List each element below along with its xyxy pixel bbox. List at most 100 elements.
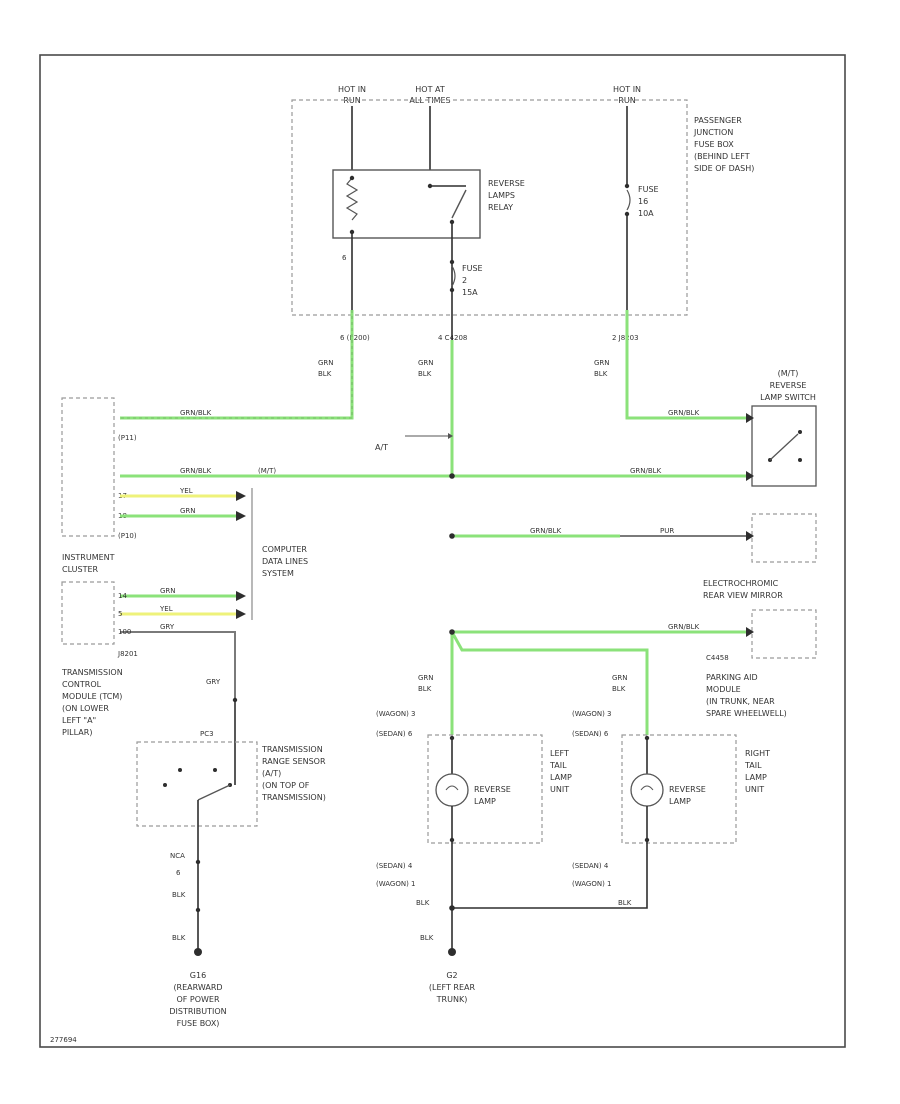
right-tail-lamp-label: RIGHT TAIL LAMP UNIT bbox=[744, 749, 770, 794]
tcm-outline bbox=[61, 581, 115, 645]
instrument-cluster-outline bbox=[61, 397, 115, 537]
junction-box-label-3: FUSE BOX bbox=[694, 140, 734, 149]
diagram-text: (WAGON) 1 bbox=[376, 880, 416, 888]
diagram-text: GRY bbox=[206, 678, 221, 686]
range-sensor-outline bbox=[136, 741, 258, 827]
diagram-text: LEFT "A" bbox=[62, 716, 96, 725]
diagram-text: BLK bbox=[612, 685, 626, 693]
diagram-text: MODULE bbox=[706, 685, 741, 694]
tcm-conn: J8201 bbox=[117, 650, 138, 658]
diagram-text: REVERSE bbox=[669, 785, 706, 794]
power-hot-in-run-1: HOT IN RUN bbox=[338, 85, 366, 105]
junction-box-label-2: JUNCTION bbox=[693, 128, 733, 137]
right-tail-lamp-outline bbox=[621, 734, 737, 844]
diagram-text: 6 bbox=[176, 869, 181, 877]
diagram-text: GRN bbox=[160, 587, 176, 595]
diagram-text: (LEFT REAR bbox=[429, 983, 476, 992]
diagram-text: DATA LINES bbox=[262, 557, 308, 566]
pin-left-6: 6 bbox=[342, 254, 347, 262]
power-hot-in-run-2: HOT IN RUN bbox=[613, 85, 641, 105]
diagram-text: LAMP bbox=[474, 797, 496, 806]
left-tail-lamp-outline bbox=[427, 734, 543, 844]
parking-aid-conn: C4458 bbox=[706, 654, 729, 662]
diagram-text: GRN bbox=[418, 674, 434, 682]
diagram-text: LAMP bbox=[669, 797, 691, 806]
diagram-text: (A/T) bbox=[262, 769, 281, 778]
diagram-text: GRN bbox=[180, 507, 196, 515]
diagram-text: LAMP bbox=[550, 773, 572, 782]
splice-ground bbox=[449, 905, 455, 911]
diagram-text: GRN/BLK bbox=[180, 467, 212, 475]
conn-p200: 6 (P200) bbox=[340, 334, 370, 342]
range-sensor-switch bbox=[163, 745, 236, 801]
diagram-text: (SEDAN) 4 bbox=[376, 862, 413, 870]
diagram-text: BLK bbox=[318, 370, 332, 378]
power-hot-at-all-times: HOT AT ALL TIMES bbox=[409, 85, 450, 105]
diagram-text: GRN bbox=[594, 359, 610, 367]
diagram-text: (ON TOP OF bbox=[262, 781, 310, 790]
relay-switch-arm bbox=[451, 189, 467, 219]
diagram-text: GRN/BLK bbox=[668, 409, 700, 417]
diagram-text: TRUNK) bbox=[436, 995, 468, 1004]
diagram-text: INSTRUMENT bbox=[62, 553, 115, 562]
diagram-text: GRN bbox=[612, 674, 628, 682]
junction-box-label-5: SIDE OF DASH) bbox=[694, 164, 754, 173]
mirror-outline bbox=[751, 513, 817, 563]
cluster-conn-top: (P11) bbox=[118, 434, 137, 442]
reverse-lamp-switch-outline bbox=[751, 405, 817, 487]
diagram-text: GRN/BLK bbox=[530, 527, 562, 535]
diagram-text: (M/T) bbox=[778, 369, 799, 378]
diagram-text: (ON LOWER bbox=[62, 704, 109, 713]
reverse-lamp-switch-label: (M/T) REVERSE LAMP SWITCH bbox=[760, 369, 816, 402]
ground-g2-icon bbox=[448, 948, 456, 956]
diagram-code: 277694 bbox=[50, 1036, 77, 1044]
range-sensor-label: TRANSMISSION RANGE SENSOR (A/T) (ON TOP … bbox=[261, 745, 326, 802]
outer-frame bbox=[39, 54, 846, 1048]
diagram-text: FUSE BOX) bbox=[177, 1019, 220, 1028]
diagram-text: COMPUTER bbox=[262, 545, 307, 554]
reverse-lamp-switch-symbol bbox=[768, 430, 802, 462]
power-hot-at-all-times-line1: HOT AT bbox=[415, 85, 445, 94]
power-hot-in-run-1-line1: HOT IN bbox=[338, 85, 366, 94]
diagram-text: OF POWER bbox=[176, 995, 220, 1004]
diagram-text: CONTROL bbox=[62, 680, 102, 689]
diagram-text: (WAGON) 3 bbox=[376, 710, 416, 718]
diagram-text: TAIL bbox=[549, 761, 567, 770]
diagram-text: RANGE SENSOR bbox=[262, 757, 326, 766]
diagram-text: GRY bbox=[160, 623, 175, 631]
ground-g2-label: G2 (LEFT REAR TRUNK) bbox=[429, 971, 476, 1004]
wire-gry-tcm bbox=[120, 631, 236, 700]
fuse-2-15a: FUSE 2 15A bbox=[449, 259, 483, 297]
diagram-text: SYSTEM bbox=[262, 569, 294, 578]
fuse-a-label-1: FUSE bbox=[462, 264, 483, 273]
relay-coil bbox=[345, 177, 359, 221]
wire-grn-blk-cluster-top bbox=[120, 310, 354, 420]
parking-aid-outline bbox=[751, 609, 817, 659]
diagram-text: ELECTROCHROMIC bbox=[703, 579, 779, 588]
diagram-text: 5 bbox=[118, 610, 122, 618]
fuse-b-label-3: 10A bbox=[638, 209, 654, 218]
diagram-text: TAIL bbox=[744, 761, 762, 770]
splice-tail bbox=[449, 629, 455, 635]
diagram-text: (WAGON) 1 bbox=[572, 880, 612, 888]
diagram-text: RIGHT bbox=[745, 749, 770, 758]
diagram-text: GRN/BLK bbox=[630, 467, 662, 475]
diagram-text: BLK bbox=[420, 934, 434, 942]
diagram-text: PILLAR) bbox=[62, 728, 92, 737]
fuse-a-label-2: 2 bbox=[462, 276, 467, 285]
diagram-text: (SEDAN) 6 bbox=[572, 730, 609, 738]
diagram-text: TRANSMISSION) bbox=[261, 793, 326, 802]
diagram-text: TRANSMISSION bbox=[61, 668, 123, 677]
diagram-text: BLK bbox=[418, 685, 432, 693]
range-conn-bottom: NCA bbox=[170, 852, 185, 860]
diagram-text: BLK bbox=[594, 370, 608, 378]
left-reverse-lamp: REVERSE LAMP bbox=[435, 735, 511, 843]
diagram-text: REVERSE bbox=[474, 785, 511, 794]
diagram-text: UNIT bbox=[550, 785, 569, 794]
junction-box-label-4: (BEHIND LEFT bbox=[694, 152, 750, 161]
data-lines-label: COMPUTER DATA LINES SYSTEM bbox=[262, 545, 308, 578]
fuse-16-10a: FUSE 16 10A bbox=[624, 183, 659, 218]
ground-g16-label: G16 (REARWARD OF POWER DISTRIBUTION FUSE… bbox=[169, 971, 226, 1028]
junction-box-outline bbox=[291, 99, 688, 316]
